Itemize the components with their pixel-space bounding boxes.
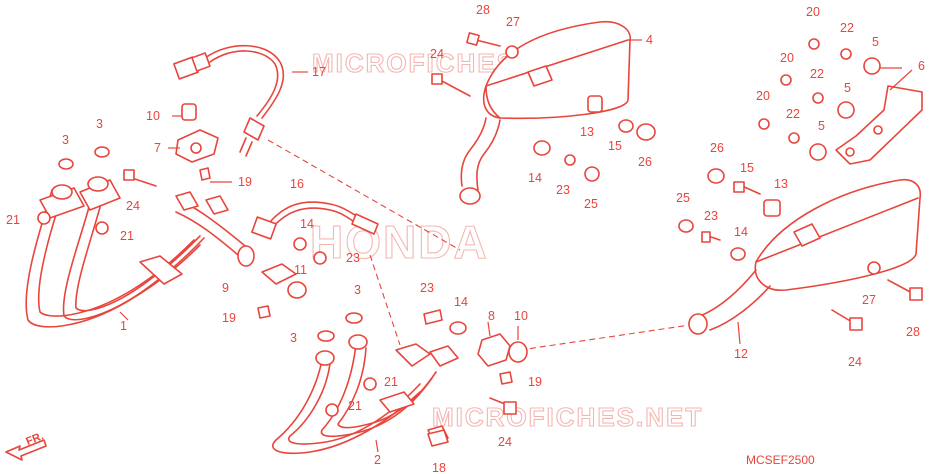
muffler-stay-bracket (835, 85, 923, 165)
callout-21: 21 (6, 213, 20, 227)
callout-10: 10 (146, 109, 160, 123)
callout-7: 7 (154, 141, 161, 155)
collar-group-upper (175, 103, 219, 181)
callout-13: 13 (774, 177, 788, 191)
callout-22: 22 (810, 67, 824, 81)
reference-line-sensor (267, 139, 461, 251)
callout-23: 23 (420, 281, 434, 295)
callout-14: 14 (734, 225, 748, 239)
leader-lines (119, 39, 913, 453)
callout-19: 19 (528, 375, 542, 389)
callout-28: 28 (476, 3, 490, 17)
muffler-right (459, 20, 631, 205)
callout-labels: 28 27 4 24 17 10 7 3 3 24 19 21 21 1 16 … (6, 3, 925, 474)
callout-11: 11 (294, 263, 307, 277)
callout-26: 26 (638, 155, 652, 169)
callout-10: 10 (514, 309, 528, 323)
callout-15: 15 (740, 161, 754, 175)
callout-15: 15 (608, 139, 622, 153)
callout-19: 19 (222, 311, 236, 325)
callout-23: 23 (346, 251, 360, 265)
callout-13: 13 (580, 125, 594, 139)
callout-12: 12 (734, 347, 748, 361)
callout-3: 3 (354, 283, 361, 297)
callout-27: 27 (506, 15, 520, 29)
callout-27: 27 (862, 293, 876, 307)
callout-20: 20 (806, 5, 820, 19)
callout-8: 8 (488, 309, 495, 323)
callout-4: 4 (646, 33, 653, 47)
callout-21: 21 (348, 399, 362, 413)
callout-18: 18 (432, 461, 446, 474)
clamp-and-gasket (257, 237, 327, 319)
collar-group-lower (423, 309, 528, 385)
callout-5: 5 (818, 119, 825, 133)
o2-sensor-upper (173, 44, 285, 157)
callout-3: 3 (96, 117, 103, 131)
diagram-code: MCSEF2500 (746, 453, 815, 467)
callout-25: 25 (584, 197, 598, 211)
callout-24: 24 (430, 47, 444, 61)
callout-28: 28 (906, 325, 920, 339)
callout-24: 24 (126, 199, 140, 213)
callout-16: 16 (290, 177, 304, 191)
callout-1: 1 (120, 319, 127, 333)
o2-sensor-lower (251, 201, 379, 240)
callout-5: 5 (844, 81, 851, 95)
callout-3: 3 (62, 133, 69, 147)
callout-23: 23 (704, 209, 718, 223)
callout-2: 2 (374, 453, 381, 467)
callout-5: 5 (872, 35, 879, 49)
callout-26: 26 (710, 141, 724, 155)
callout-20: 20 (780, 51, 794, 65)
callout-23: 23 (556, 183, 570, 197)
callout-22: 22 (840, 21, 854, 35)
callout-20: 20 (756, 89, 770, 103)
callout-9: 9 (222, 281, 229, 295)
callout-24: 24 (848, 355, 862, 369)
callout-14: 14 (300, 217, 314, 231)
callout-19: 19 (238, 175, 252, 189)
muffler-left (688, 178, 922, 335)
callout-21: 21 (120, 229, 134, 243)
callout-17: 17 (312, 65, 326, 79)
reference-line-muffler (519, 324, 691, 351)
reference-line-cable (369, 254, 401, 346)
callout-6: 6 (918, 59, 925, 73)
callout-21: 21 (384, 375, 398, 389)
callout-22: 22 (786, 107, 800, 121)
front-direction-arrow: FR. (5, 430, 47, 461)
hardware-group (37, 32, 923, 447)
site-watermark-bottom: MICROFICHES.NET (432, 402, 703, 432)
brand-watermark: HONDA (310, 216, 489, 268)
callout-24: 24 (498, 435, 512, 449)
callout-14: 14 (528, 171, 542, 185)
callout-25: 25 (676, 191, 690, 205)
callout-14: 14 (454, 295, 468, 309)
callout-3: 3 (290, 331, 297, 345)
header-pipe-front (25, 176, 255, 328)
